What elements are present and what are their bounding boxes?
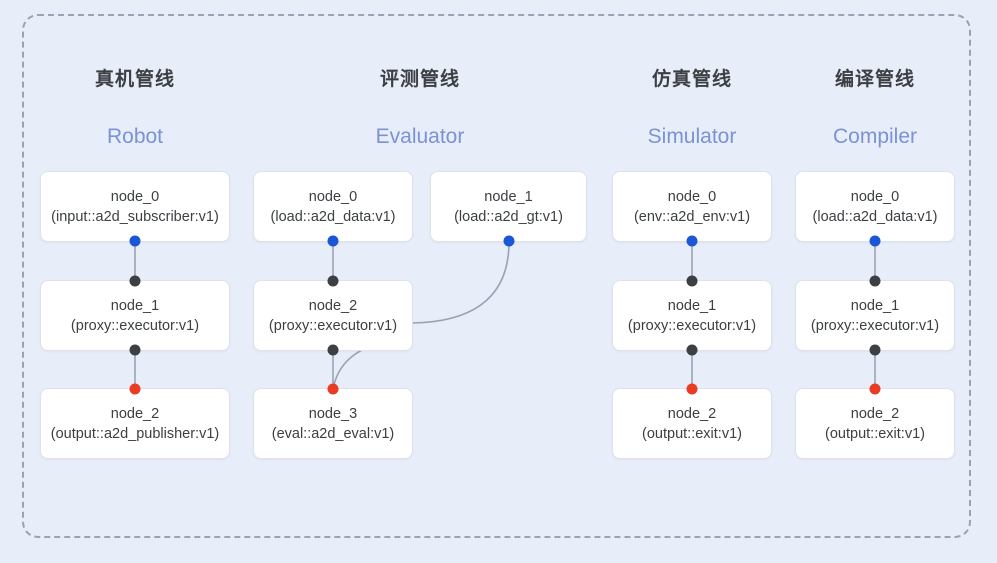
node-label-name: node_1	[110, 297, 160, 314]
port-output-blue[interactable]	[869, 235, 881, 247]
node-label-name: node_2	[110, 405, 160, 422]
column-title-cn-robot: 真机管线	[94, 69, 175, 90]
node-simulator-1[interactable]: node_1 (proxy::executor:v1)	[612, 275, 772, 356]
node-label-type: (load::a2d_gt:v1)	[454, 208, 563, 225]
node-label-name: node_1	[667, 297, 717, 314]
node-label-type: (proxy::executor:v1)	[810, 317, 940, 334]
column-title-cn-evaluator: 评测管线	[379, 69, 460, 90]
port-input-black[interactable]	[327, 275, 339, 287]
port-output-blue[interactable]	[327, 235, 339, 247]
node-label-name: node_3	[308, 405, 358, 422]
column-title-en-evaluator: Evaluator	[375, 125, 465, 148]
node-label-type: (output::a2d_publisher:v1)	[50, 425, 220, 442]
node-evaluator-1[interactable]: node_1 (load::a2d_gt:v1)	[430, 171, 587, 247]
node-label-type: (env::a2d_env:v1)	[633, 208, 751, 225]
column-title-en-simulator: Simulator	[647, 125, 737, 148]
node-label-name: node_2	[850, 405, 900, 422]
port-input-red[interactable]	[129, 383, 141, 395]
node-label-name: node_0	[850, 188, 900, 205]
column-title-en-compiler: Compiler	[832, 125, 918, 148]
node-label-type: (eval::a2d_eval:v1)	[271, 425, 395, 442]
node-label-type: (load::a2d_data:v1)	[812, 208, 938, 225]
node-simulator-2[interactable]: node_2 (output::exit:v1)	[612, 383, 772, 459]
port-output-black[interactable]	[869, 344, 881, 356]
port-output-black[interactable]	[327, 344, 339, 356]
node-compiler-0[interactable]: node_0 (load::a2d_data:v1)	[795, 171, 955, 247]
node-label-type: (proxy::executor:v1)	[70, 317, 200, 334]
port-output-blue[interactable]	[503, 235, 514, 247]
node-label-type: (output::exit:v1)	[825, 425, 925, 442]
node-evaluator-2[interactable]: node_2 (proxy::executor:v1)	[253, 275, 413, 356]
node-label-name: node_0	[110, 188, 160, 205]
node-evaluator-0[interactable]: node_0 (load::a2d_data:v1)	[253, 171, 413, 247]
node-robot-0[interactable]: node_0 (input::a2d_subscriber:v1)	[40, 171, 230, 247]
node-robot-2[interactable]: node_2 (output::a2d_publisher:v1)	[40, 383, 230, 459]
port-input-red[interactable]	[686, 383, 698, 395]
node-label-name: node_2	[308, 297, 358, 314]
node-label-type: (proxy::executor:v1)	[627, 317, 757, 334]
node-label-name: node_2	[667, 405, 717, 422]
column-title-cn-simulator: 仿真管线	[651, 69, 732, 90]
node-label-name: node_1	[484, 188, 533, 205]
node-evaluator-3[interactable]: node_3 (eval::a2d_eval:v1)	[253, 383, 413, 459]
node-label-name: node_0	[667, 188, 717, 205]
node-label-type: (input::a2d_subscriber:v1)	[51, 208, 219, 225]
port-output-black[interactable]	[129, 344, 141, 356]
port-output-black[interactable]	[686, 344, 698, 356]
port-input-red[interactable]	[327, 383, 339, 395]
node-label-type: (proxy::executor:v1)	[268, 317, 398, 334]
node-simulator-0[interactable]: node_0 (env::a2d_env:v1)	[612, 171, 772, 247]
port-input-black[interactable]	[686, 275, 698, 287]
node-compiler-2[interactable]: node_2 (output::exit:v1)	[795, 383, 955, 459]
column-title-cn-compiler: 编译管线	[834, 69, 915, 90]
node-compiler-1[interactable]: node_1 (proxy::executor:v1)	[795, 275, 955, 356]
diagram-frame	[22, 14, 971, 538]
node-robot-1[interactable]: node_1 (proxy::executor:v1)	[40, 275, 230, 356]
column-title-en-robot: Robot	[106, 125, 164, 148]
port-output-blue[interactable]	[686, 235, 698, 247]
node-label-name: node_0	[308, 188, 358, 205]
node-label-type: (load::a2d_data:v1)	[270, 208, 396, 225]
port-input-red[interactable]	[869, 383, 881, 395]
node-label-name: node_1	[850, 297, 900, 314]
node-label-type: (output::exit:v1)	[642, 425, 742, 442]
port-input-black[interactable]	[869, 275, 881, 287]
port-output-blue[interactable]	[129, 235, 141, 247]
port-input-black[interactable]	[129, 275, 141, 287]
